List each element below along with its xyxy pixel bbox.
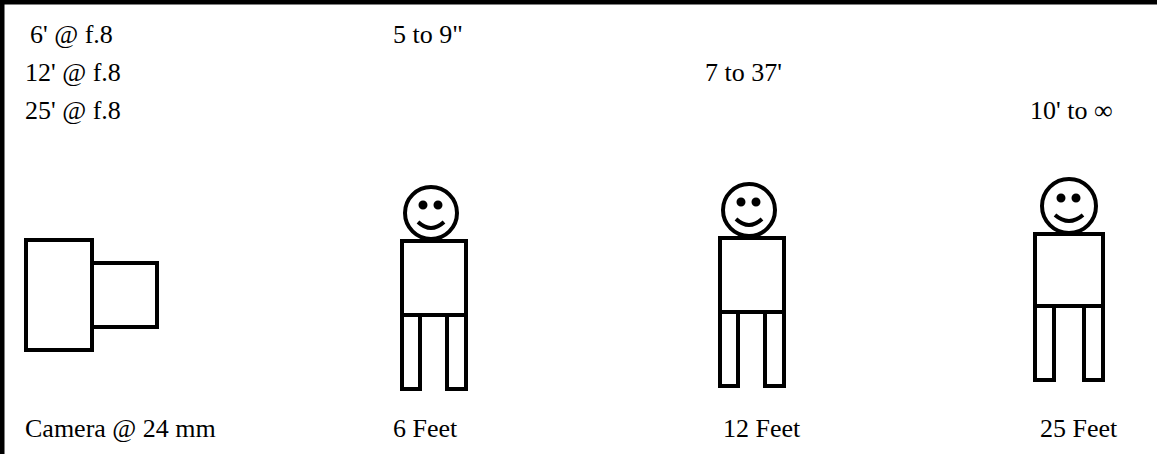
camera-label: Camera @ 24 mm [25, 414, 216, 444]
distance-label: 6 Feet [393, 414, 457, 444]
depth-of-field: 5 to 9" [393, 20, 463, 50]
depth-of-field: 10' to ∞ [1030, 96, 1112, 126]
aperture-setting: 25' @ f.8 [25, 96, 121, 126]
aperture-setting: 12' @ f.8 [25, 58, 121, 88]
person-figure [1035, 179, 1103, 380]
camera-lens [92, 263, 157, 327]
aperture-setting: 6' @ f.8 [30, 20, 113, 50]
distance-label: 12 Feet [723, 414, 800, 444]
person-figure [720, 184, 784, 386]
distance-label: 25 Feet [1040, 414, 1117, 444]
camera-body [26, 240, 92, 350]
person-figure [402, 187, 466, 389]
depth-of-field: 7 to 37' [705, 58, 782, 88]
